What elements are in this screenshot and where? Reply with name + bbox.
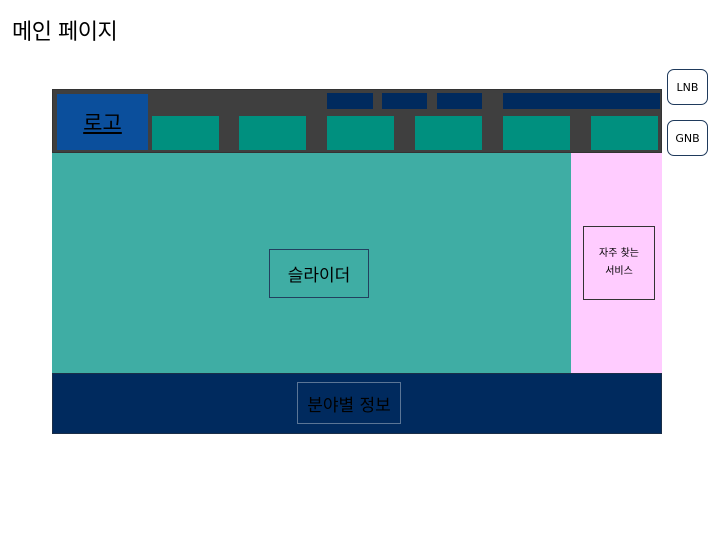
gnb-block-6: [591, 116, 658, 150]
lnb-tag: LNB: [667, 69, 708, 105]
gnb-block-2: [239, 116, 306, 150]
gnb-block-1: [152, 116, 219, 150]
lnb-block-3: [437, 93, 482, 109]
field-info-region: 분야별 정보: [52, 373, 662, 434]
gnb-block-4: [415, 116, 482, 150]
gnb-block-3: [327, 116, 394, 150]
favorite-services-label: 자주 찾는 서비스: [583, 226, 655, 300]
field-info-label: 분야별 정보: [297, 382, 401, 424]
header-region: 로고: [52, 89, 662, 153]
favorite-services-region: 자주 찾는 서비스: [571, 153, 662, 373]
lnb-block-1: [327, 93, 373, 109]
gnb-block-5: [503, 116, 570, 150]
logo-block: 로고: [57, 94, 148, 150]
page-title: 메인 페이지: [12, 20, 118, 45]
lnb-block-2: [382, 93, 427, 109]
slider-label: 슬라이더: [269, 249, 369, 298]
lnb-block-4: [503, 93, 660, 109]
slider-region: 슬라이더: [52, 153, 571, 373]
gnb-tag: GNB: [667, 120, 708, 156]
